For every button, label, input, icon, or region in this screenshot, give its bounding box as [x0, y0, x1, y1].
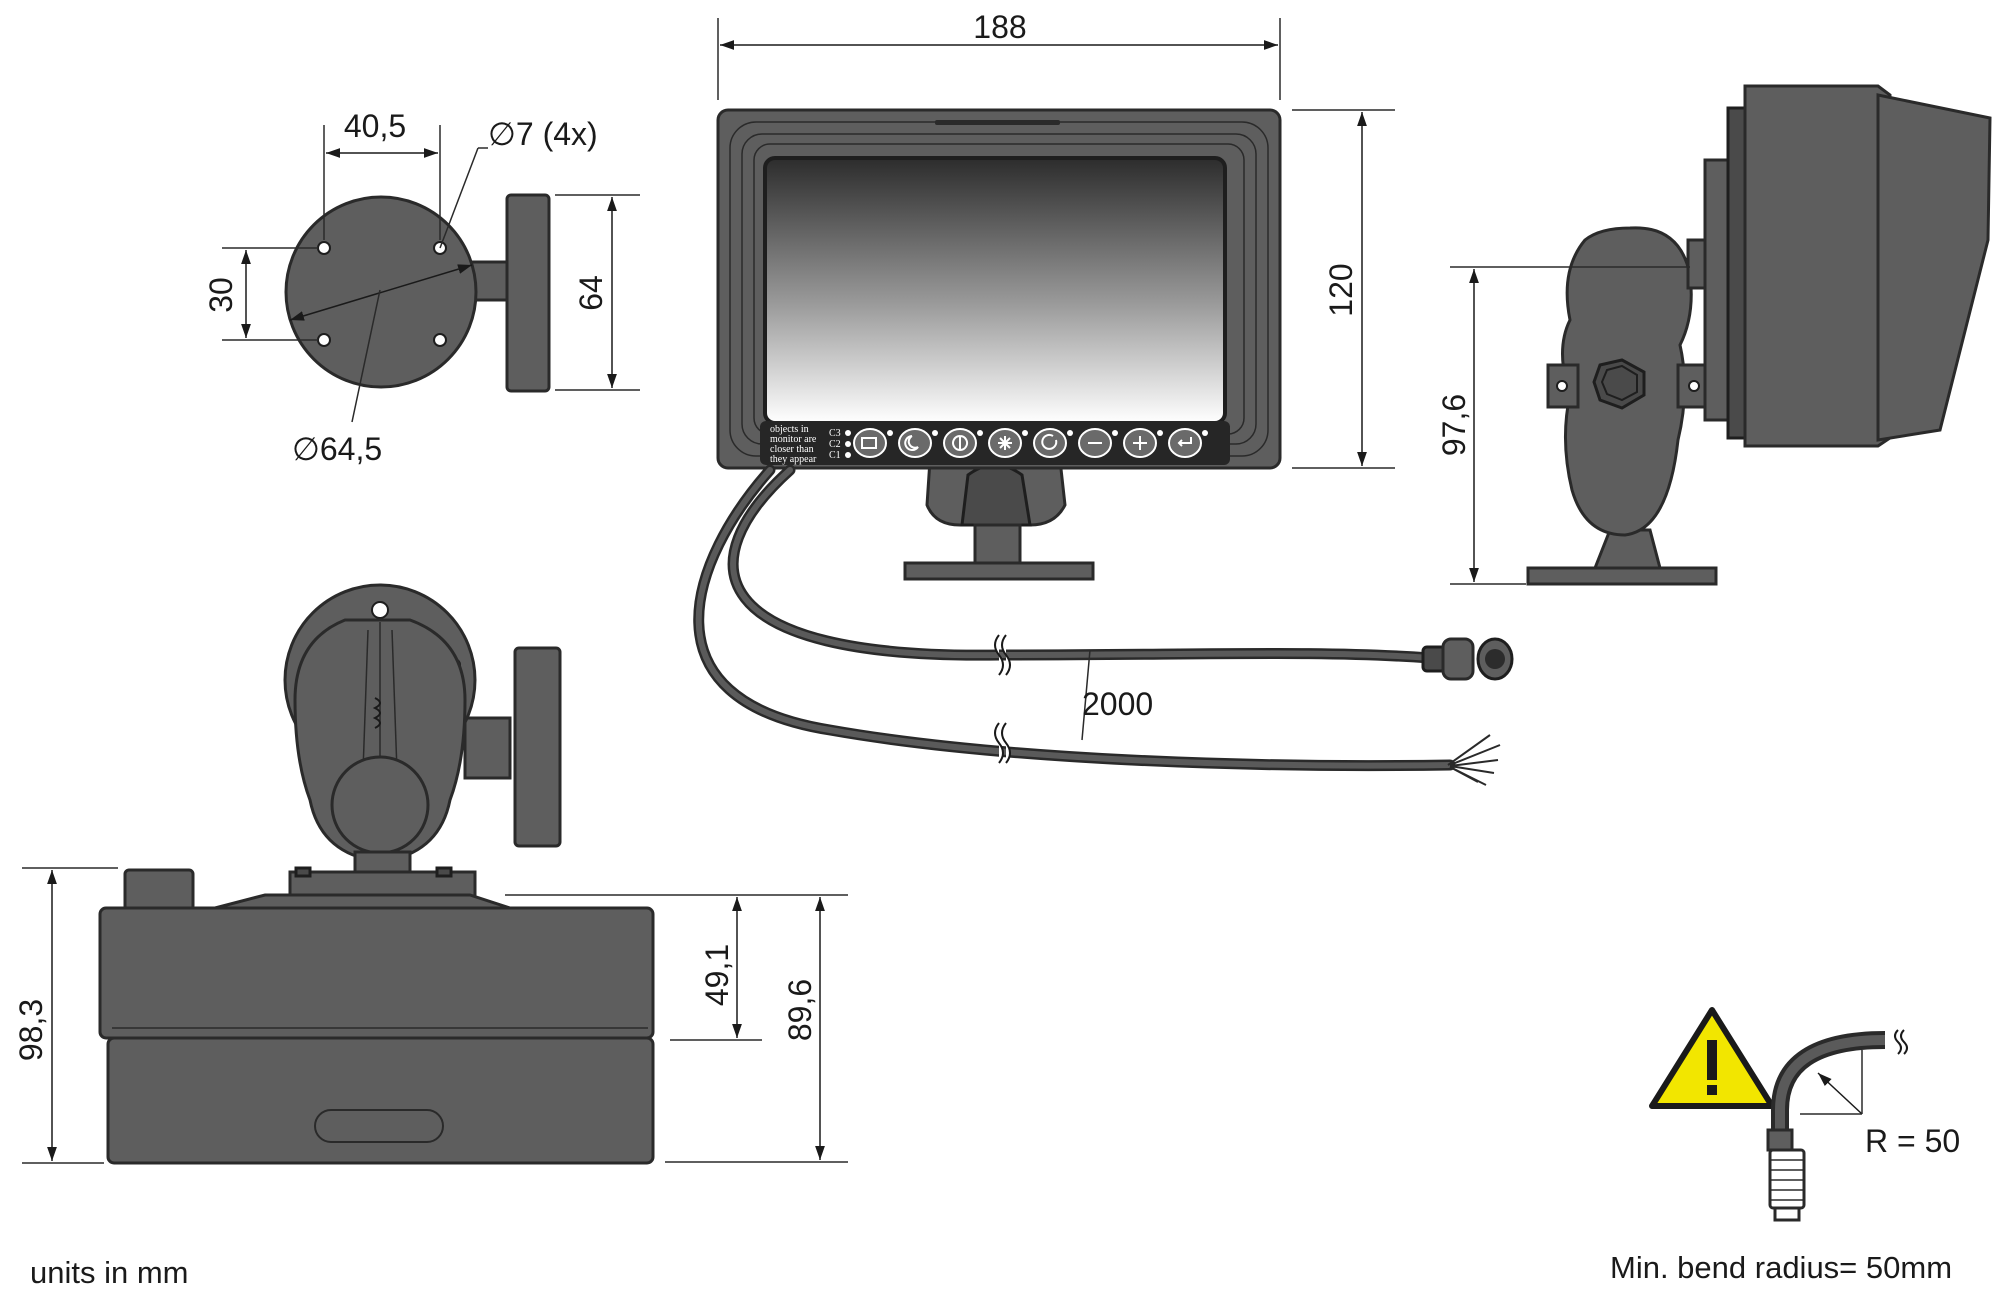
brightness-button[interactable]: [988, 428, 1028, 458]
warning-text-line-2: monitor are: [770, 434, 817, 445]
bend-radius-illustration: R = 50: [1649, 1007, 1960, 1222]
monitor-stand: [903, 458, 1095, 581]
contrast-button[interactable]: [943, 428, 983, 458]
warning-text-line-3: closer than: [770, 444, 814, 455]
rear-housing-height-label: 49,1: [699, 944, 735, 1006]
plate-diameter-label: ∅64,5: [292, 431, 382, 467]
monitor-front-view: objects in monitor are closer than they …: [693, 9, 1514, 786]
hole-spacing-horizontal-label: 40,5: [344, 108, 406, 144]
warning-text-line-4: they appear: [770, 454, 817, 465]
camera-label-c3: C3: [829, 428, 841, 439]
camera-label-c1: C1: [829, 450, 841, 461]
side-view: 97,6: [1436, 84, 1992, 586]
camera-label-c2: C2: [829, 439, 841, 450]
rear-body-height-label: 89,6: [782, 979, 818, 1041]
mount-plate-view: ∅64,5 40,5 ∅7 (4x) 30 64: [203, 108, 640, 467]
enter-button[interactable]: [1168, 428, 1208, 458]
units-note: units in mm: [30, 1255, 188, 1290]
hole-diameter-label: ∅7 (4x): [488, 116, 598, 152]
bracket-height-label: 64: [573, 275, 609, 311]
brightness-icon: [998, 436, 1012, 450]
sun-visor-side: [1876, 93, 1992, 442]
minus-button[interactable]: [1078, 428, 1118, 458]
rear-housing-lower: [106, 1036, 655, 1165]
dimension-monitor-width: 188: [717, 9, 1281, 100]
open-wire-ends: [1447, 734, 1501, 786]
hole-spacing-vertical-label: 30: [203, 277, 239, 313]
warning-text-line-1: objects in: [770, 424, 809, 435]
rotate-icon: [1041, 433, 1058, 450]
sun-visor-slot: [935, 120, 1060, 125]
rear-view: 98,3 49,1 89,6: [13, 583, 848, 1165]
contrast-icon: [952, 435, 969, 451]
rotate-button[interactable]: [1033, 428, 1073, 458]
monitor-screen: [763, 156, 1227, 425]
plus-icon: [1133, 436, 1147, 450]
monitor-width-label: 188: [973, 9, 1026, 45]
monitor-height-label: 120: [1323, 263, 1359, 316]
dimension-monitor-height: 120: [1292, 109, 1395, 469]
rear-total-height-label: 98,3: [13, 999, 49, 1061]
side-height-label: 97,6: [1436, 394, 1472, 456]
connector-plug: [1766, 1128, 1806, 1222]
cable-length-leader: [1081, 649, 1091, 741]
cable-break-marks: [994, 634, 1011, 764]
control-panel: objects in monitor are closer than they …: [760, 421, 1230, 465]
camera-switch-icon: [861, 437, 877, 449]
cable-connector: [1421, 637, 1514, 681]
cable-length-label: 2000: [1082, 686, 1153, 722]
exclamation-mark-icon: [1707, 1040, 1717, 1080]
bend-radius-label: R = 50: [1865, 1123, 1960, 1159]
camera-switch-button[interactable]: [853, 428, 893, 458]
monitor-side-housing: [1743, 84, 1892, 448]
bend-radius-note: Min. bend radius= 50mm: [1610, 1250, 1952, 1285]
plus-button[interactable]: [1123, 428, 1163, 458]
day-night-button[interactable]: [898, 428, 938, 458]
rear-housing-upper: [98, 906, 655, 1040]
day-night-icon: [904, 435, 919, 451]
enter-icon: [1177, 437, 1192, 447]
